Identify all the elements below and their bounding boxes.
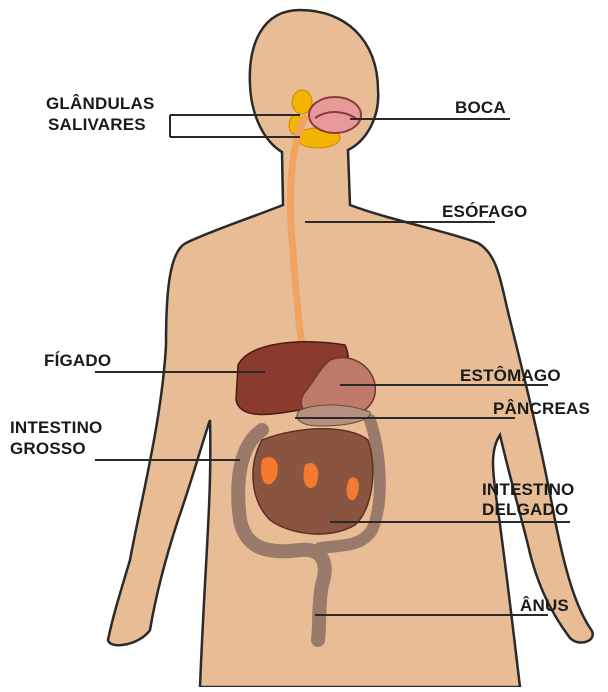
mouth-cavity (309, 97, 361, 133)
label-glandulas-line1: GLÂNDULAS (46, 94, 155, 114)
label-boca: BOCA (455, 98, 506, 118)
label-intestino-grosso-line1: INTESTINO (10, 418, 102, 438)
label-esofago: ESÓFAGO (442, 202, 527, 222)
label-estomago: ESTÔMAGO (460, 366, 561, 386)
label-intestino-delgado-line2: DELGADO (482, 500, 568, 520)
label-glandulas-line2: SALIVARES (48, 115, 146, 135)
small-intestine-highlight-mid (303, 463, 318, 488)
label-intestino-grosso-line2: GROSSO (10, 439, 86, 459)
label-intestino-delgado-line1: INTESTINO (482, 480, 574, 500)
label-anus: ÂNUS (520, 596, 569, 616)
label-pancreas: PÂNCREAS (493, 399, 590, 419)
label-figado: FÍGADO (44, 351, 111, 371)
